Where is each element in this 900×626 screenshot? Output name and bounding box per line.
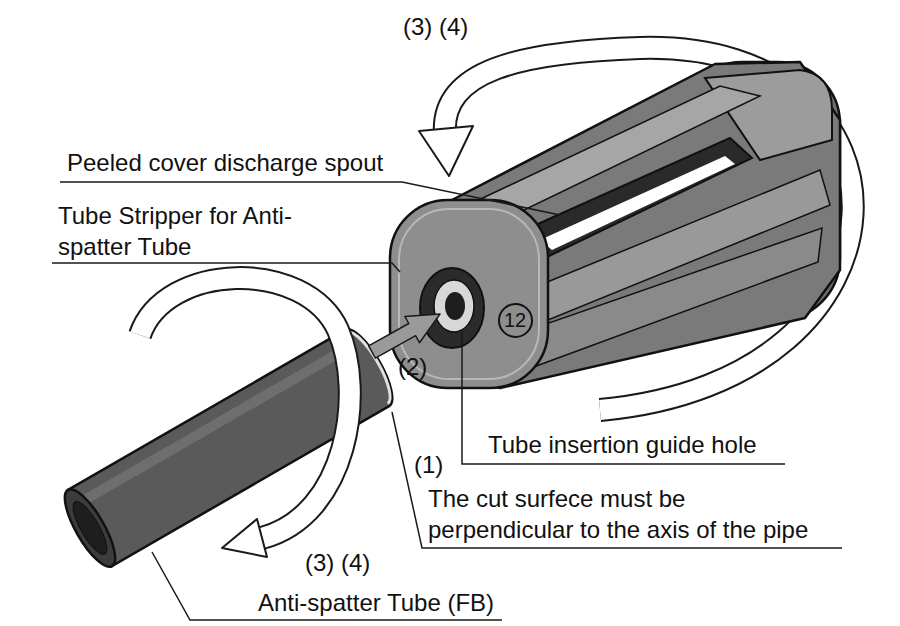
- callout-number: (3) (4): [403, 12, 468, 42]
- tube-stripper: [390, 62, 840, 388]
- leader-line: [462, 332, 785, 464]
- note-label: The cut surfece must be perpendicular to…: [428, 483, 818, 545]
- discharge-spout: [520, 138, 752, 258]
- part-label: Peeled cover discharge spout: [67, 148, 383, 178]
- model-number: 12: [504, 309, 526, 332]
- guide-core: [445, 292, 465, 320]
- part-label: Tube Stripper for Anti-spatter Tube: [58, 200, 298, 262]
- tube-highlight: [76, 341, 355, 508]
- guide-ring: [434, 280, 474, 332]
- insertion-arrow: [369, 314, 440, 358]
- arrow-band-outline: [140, 278, 350, 538]
- rotation-arrow: [140, 278, 350, 557]
- part-label: Anti-spatter Tube (FB): [258, 588, 494, 618]
- leader-line: [392, 412, 842, 548]
- leader-line: [52, 263, 400, 272]
- peeled-cover: [540, 156, 735, 250]
- tube-end: [56, 483, 124, 573]
- callout-number: (3) (4): [305, 548, 370, 578]
- arrow-band: [140, 278, 350, 538]
- callout-number: (2): [398, 352, 427, 382]
- number-circle: 12: [498, 303, 533, 338]
- part-label: Tube insertion guide hole: [488, 430, 757, 460]
- guide-hole: [420, 268, 484, 348]
- arrow-head: [222, 519, 267, 557]
- leader-lines: [52, 182, 842, 620]
- callout-number: (1): [414, 450, 443, 480]
- tube-bore: [67, 498, 113, 559]
- arrow-head: [419, 126, 473, 176]
- front-face: [390, 200, 548, 388]
